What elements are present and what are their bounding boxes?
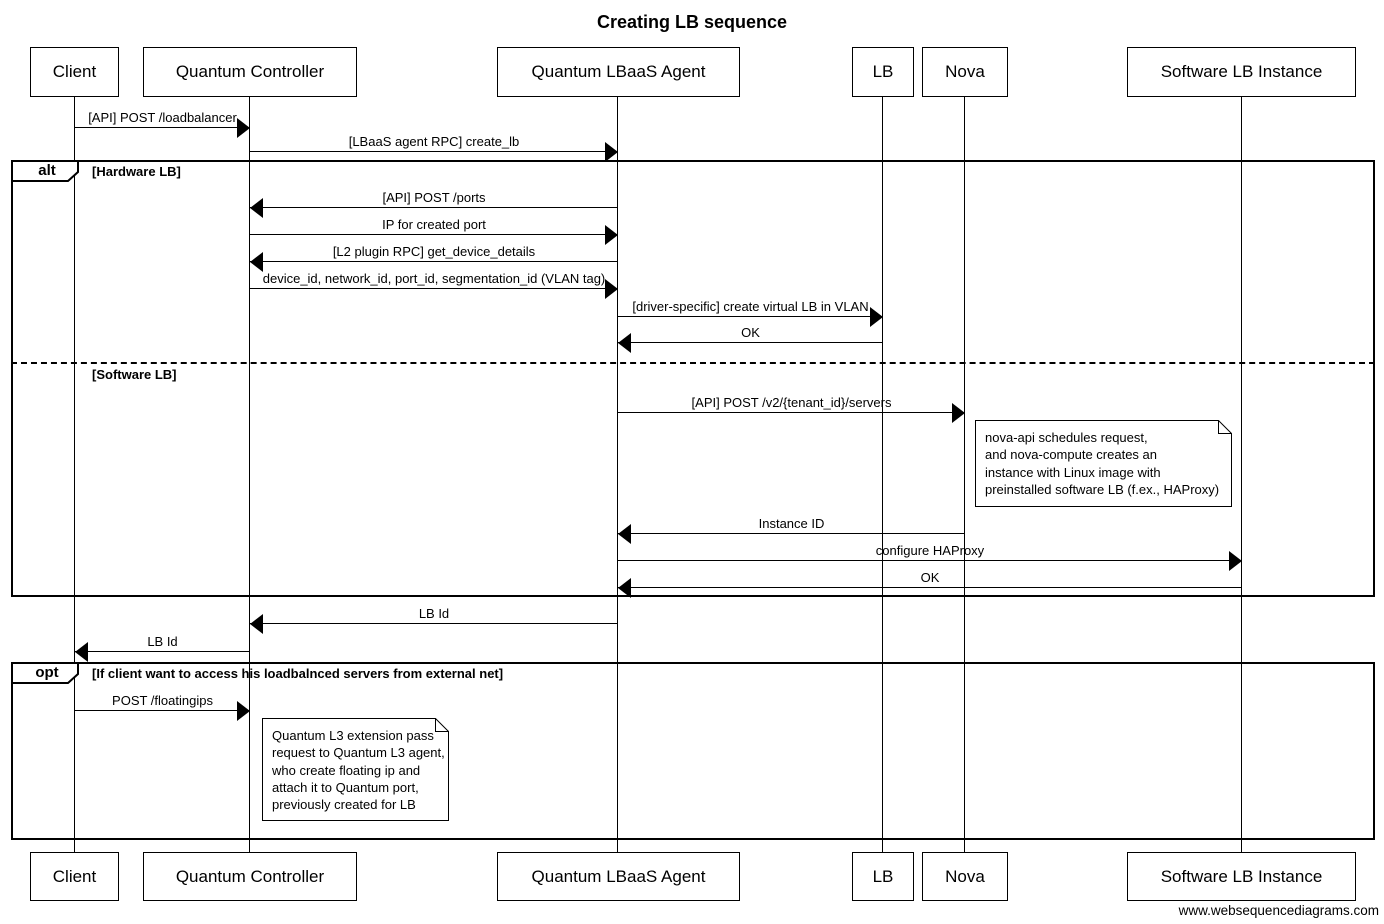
message: [L2 plugin RPC] get_device_details <box>250 242 618 272</box>
message-line <box>250 151 618 152</box>
arrowhead-right-icon <box>605 142 618 162</box>
message: configure HAProxy <box>618 541 1242 571</box>
message-label: configure HAProxy <box>875 543 985 558</box>
diagram-title: Creating LB sequence <box>596 12 788 32</box>
watermark-url: www.websequencediagrams.com <box>1178 903 1379 918</box>
arrowhead-left-icon <box>250 198 263 218</box>
message-line <box>75 710 250 711</box>
note-quantum-l3: Quantum L3 extension pass request to Qua… <box>262 718 449 821</box>
note-dogear-outline <box>975 420 1232 507</box>
participant-box-quantum-controller-bottom: Quantum Controller <box>143 852 357 901</box>
message-label: [LBaaS agent RPC] create_lb <box>348 134 520 149</box>
message-line <box>618 316 883 317</box>
participant-box-software-lb-instance-bottom: Software LB Instance <box>1127 852 1356 901</box>
lifeline-software-lb-instance <box>1241 97 1242 852</box>
message: LB Id <box>250 604 618 634</box>
message-label: Instance ID <box>758 516 825 531</box>
participant-box-quantum-lbaas-agent: Quantum LBaaS Agent <box>497 47 740 97</box>
message-line <box>75 651 250 652</box>
participant-box-quantum-controller: Quantum Controller <box>143 47 357 97</box>
arrowhead-left-icon <box>75 642 88 662</box>
participant-box-client-bottom: Client <box>30 852 119 901</box>
participant-box-client: Client <box>30 47 119 97</box>
message-line <box>250 288 618 289</box>
message: Instance ID <box>618 514 965 544</box>
message: [API] POST /ports <box>250 188 618 218</box>
arrowhead-right-icon <box>237 118 250 138</box>
message: [API] POST /loadbalancer <box>75 108 250 138</box>
opt-condition: [If client want to access his loadbalnce… <box>92 666 504 681</box>
arrowhead-right-icon <box>1229 551 1242 571</box>
alt-condition-hardware-lb: [Hardware LB] <box>92 164 181 179</box>
message-label: [driver-specific] create virtual LB in V… <box>632 299 869 314</box>
message-line <box>618 533 965 534</box>
message-line <box>618 342 883 343</box>
participant-box-software-lb-instance: Software LB Instance <box>1127 47 1356 97</box>
message: OK <box>618 323 883 353</box>
message: LB Id <box>75 632 250 662</box>
alt-divider <box>11 362 1375 364</box>
arrowhead-left-icon <box>250 252 263 272</box>
message: [LBaaS agent RPC] create_lb <box>250 132 618 162</box>
arrowhead-right-icon <box>870 307 883 327</box>
participant-box-quantum-lbaas-agent-bottom: Quantum LBaaS Agent <box>497 852 740 901</box>
message-label: device_id, network_id, port_id, segmenta… <box>262 271 606 286</box>
alt-condition-software-lb: [Software LB] <box>92 367 177 382</box>
message-label: LB Id <box>418 606 450 621</box>
message-label: [API] POST /v2/{tenant_id}/servers <box>691 395 892 410</box>
message-label: [API] POST /loadbalancer <box>88 110 237 125</box>
alt-operator-label: alt <box>38 162 56 179</box>
arrowhead-left-icon <box>618 578 631 598</box>
message-line <box>75 127 250 128</box>
arrowhead-right-icon <box>605 279 618 299</box>
opt-fragment-tab <box>11 662 79 684</box>
lifeline-client <box>74 97 75 852</box>
lifeline-lb <box>882 97 883 852</box>
message-label: [API] POST /ports <box>382 190 486 205</box>
message-label: LB Id <box>147 634 178 649</box>
lifeline-quantum-controller <box>249 97 250 852</box>
arrowhead-right-icon <box>237 701 250 721</box>
message-label: OK <box>920 570 940 585</box>
message-line <box>618 412 965 413</box>
message-line <box>250 623 618 624</box>
message-label: IP for created port <box>382 217 486 232</box>
alt-fragment: alt [Hardware LB] [Software LB] <box>11 160 1375 597</box>
note-nova-schedules: nova-api schedules request, and nova-com… <box>975 420 1232 507</box>
message: IP for created port <box>250 215 618 245</box>
message-label: OK <box>741 325 760 340</box>
opt-fragment: opt [If client want to access his loadba… <box>11 662 1375 840</box>
message: POST /floatingips <box>75 691 250 721</box>
note-text: Quantum L3 extension pass request to Qua… <box>272 728 445 813</box>
alt-fragment-tab <box>11 160 79 182</box>
arrowhead-right-icon <box>605 225 618 245</box>
arrowhead-left-icon <box>250 614 263 634</box>
participant-box-lb-bottom: LB <box>852 852 914 901</box>
note-text: nova-api schedules request, and nova-com… <box>985 430 1220 497</box>
message-line <box>618 560 1242 561</box>
message-line <box>618 587 1242 588</box>
message: device_id, network_id, port_id, segmenta… <box>250 269 618 299</box>
message: [API] POST /v2/{tenant_id}/servers <box>618 393 965 423</box>
participant-box-lb: LB <box>852 47 914 97</box>
message-line <box>250 234 618 235</box>
participant-box-nova-bottom: Nova <box>922 852 1008 901</box>
arrowhead-left-icon <box>618 524 631 544</box>
lifeline-quantum-lbaas-agent <box>617 97 618 852</box>
arrowhead-left-icon <box>618 333 631 353</box>
arrowhead-right-icon <box>952 403 965 423</box>
opt-operator-label: opt <box>35 664 59 681</box>
participant-box-nova: Nova <box>922 47 1008 97</box>
message-label: [L2 plugin RPC] get_device_details <box>332 244 536 259</box>
message: [driver-specific] create virtual LB in V… <box>618 297 883 327</box>
lifeline-nova <box>964 97 965 852</box>
message-line <box>250 207 618 208</box>
message-line <box>250 261 618 262</box>
note-dogear-outline <box>262 718 449 821</box>
message: OK <box>618 568 1242 598</box>
message-label: POST /floatingips <box>112 693 213 708</box>
